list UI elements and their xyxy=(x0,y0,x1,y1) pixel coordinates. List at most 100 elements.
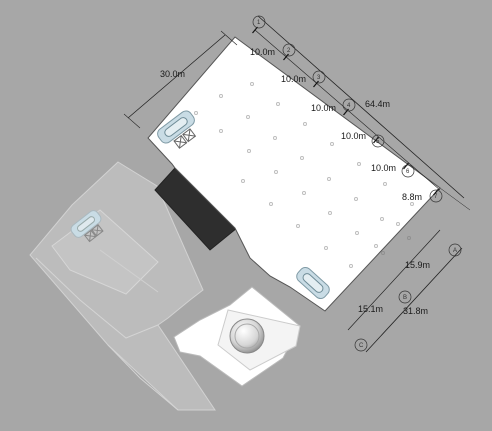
dim-width-line xyxy=(127,34,226,119)
grid-bubble-7: 7 xyxy=(429,189,443,203)
grid-bubble-circle xyxy=(252,15,266,29)
grid-bubbles: 1 2 3 4 5 6 7 A xyxy=(252,15,462,352)
grid-bubble-label: 4 xyxy=(347,103,351,109)
grid-bubble-B: B xyxy=(398,290,412,304)
column-marker xyxy=(383,182,387,186)
grid-bubble-circle xyxy=(401,164,415,178)
column-marker xyxy=(381,251,385,255)
dim-length-label: 64.4m xyxy=(365,99,390,109)
column-marker xyxy=(374,244,378,248)
existing-shaft-x-box-1 xyxy=(83,229,97,243)
grid-bubble-circle xyxy=(371,134,385,148)
grid-bubble-label: 2 xyxy=(287,48,291,54)
end-dim-label-total: 31.8m xyxy=(403,306,428,316)
existing-building-edge-line xyxy=(35,257,159,339)
dimension-width: 30.0m xyxy=(123,30,238,129)
bay-tick xyxy=(283,53,289,61)
dimension-length: 64.4m xyxy=(257,15,465,199)
bay-tick xyxy=(313,80,319,88)
dome-inner-icon xyxy=(234,323,260,349)
end-dim-ext-1 xyxy=(439,187,471,211)
grid-bubble-circle xyxy=(398,290,412,304)
column-marker xyxy=(407,236,411,240)
grid-bubble-5: 5 xyxy=(371,134,385,148)
column-marker xyxy=(194,111,198,115)
column-marker xyxy=(250,82,254,86)
existing-building-edge-line-2 xyxy=(107,344,179,411)
column-marker xyxy=(328,211,332,215)
grid-bubble-A: A xyxy=(448,243,462,257)
bay-label-5: 10.0m xyxy=(371,163,396,173)
column-marker xyxy=(273,136,277,140)
end-dim-label-a: 15.9m xyxy=(405,260,430,270)
grid-bubble-2: 2 xyxy=(282,43,296,57)
column-marker xyxy=(247,149,251,153)
column-marker xyxy=(354,197,358,201)
grid-bubble-label: B xyxy=(403,295,407,301)
bay-label-3: 10.0m xyxy=(311,103,336,113)
existing-elevator-inner-icon xyxy=(76,216,96,232)
grid-bubble-4: 4 xyxy=(342,98,356,112)
column-marker xyxy=(330,142,334,146)
dim-width-ext-1 xyxy=(123,113,141,129)
existing-shaft-x-line xyxy=(96,224,99,237)
grid-bubble-label: 7 xyxy=(434,194,438,200)
column-marker xyxy=(303,122,307,126)
grid-bubble-circle xyxy=(342,98,356,112)
existing-building-ramp-line xyxy=(99,249,159,293)
dim-width-label: 30.0m xyxy=(160,69,185,79)
column-marker xyxy=(296,224,300,228)
main-elevator-group xyxy=(157,110,197,149)
existing-elevator-group xyxy=(70,210,104,243)
grid-bubble-C: C xyxy=(354,338,368,352)
column-grid xyxy=(194,82,414,268)
existing-shaft-x-line xyxy=(89,230,92,242)
bay-ticks xyxy=(252,26,439,196)
column-marker xyxy=(219,94,223,98)
column-marker xyxy=(396,222,400,226)
grid-bubble-label: 3 xyxy=(317,75,321,81)
grid-bubble-label: 6 xyxy=(406,169,410,175)
bay-label-6: 8.8m xyxy=(402,192,422,202)
column-marker xyxy=(300,156,304,160)
column-marker xyxy=(241,179,245,183)
grid-bubble-label: 5 xyxy=(376,139,380,145)
end-dimensions: 15.9m 15.1m 31.8m xyxy=(347,187,471,353)
bay-label-2: 10.0m xyxy=(281,74,306,84)
dome-building xyxy=(173,286,301,387)
column-marker xyxy=(302,191,306,195)
grid-bubble-3: 3 xyxy=(312,70,326,84)
end-dim-total-line xyxy=(365,247,463,353)
main-elevator-inner-icon xyxy=(164,117,188,137)
lower-elevator-inner-icon xyxy=(302,273,324,293)
grid-bubble-label: C xyxy=(359,343,364,349)
column-marker xyxy=(410,202,414,206)
grid-bubble-label: A xyxy=(453,248,457,254)
bay-tick xyxy=(252,26,258,34)
column-marker xyxy=(355,231,359,235)
bay-tick xyxy=(373,136,379,144)
dim-length-line xyxy=(257,15,465,199)
bay-dimension-chain: 10.0m 10.0m 10.0m 10.0m 10.0m 8.8m xyxy=(250,26,441,202)
column-marker xyxy=(324,246,328,250)
main-shaft-x-box-2 xyxy=(182,128,197,143)
column-marker xyxy=(327,177,331,181)
main-shaft-x-line xyxy=(178,135,182,149)
bay-label-4: 10.0m xyxy=(341,131,366,141)
column-marker xyxy=(269,202,273,206)
grid-bubble-circle xyxy=(354,338,368,352)
grid-bubble-label: 1 xyxy=(257,20,261,26)
grid-bubble-circle xyxy=(429,189,443,203)
column-marker xyxy=(246,115,250,119)
main-shaft-x-line xyxy=(187,128,191,142)
dim-width-ext-2 xyxy=(220,30,238,46)
end-dim-inner-line xyxy=(347,229,441,331)
existing-shaft-x-box-2 xyxy=(91,224,104,237)
main-floor-plate xyxy=(147,36,441,312)
main-floor-outline xyxy=(147,36,441,312)
existing-building xyxy=(29,161,216,411)
end-dim-label-b: 15.1m xyxy=(358,304,383,314)
grid-bubble-6: 6 xyxy=(401,164,415,178)
